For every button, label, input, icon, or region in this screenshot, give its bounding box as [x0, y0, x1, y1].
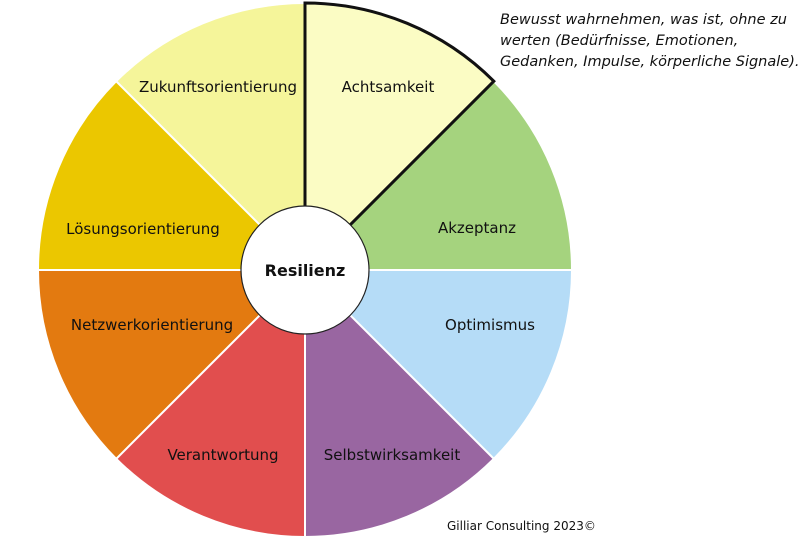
annotation-text: Bewusst wahrnehmen, was ist, ohne zu wer…	[500, 10, 800, 73]
annotation-line: Bewusst wahrnehmen, was ist, ohne zu	[500, 12, 787, 28]
segment-label: Verantwortung	[167, 446, 278, 464]
segment-selbstwirksamkeit	[304, 267, 496, 539]
segment-l-sungsorientierung	[36, 79, 308, 271]
resilience-wheel: AchtsamkeitAkzeptanzOptimismusSelbstwirk…	[36, 1, 574, 539]
segment-zukunftsorientierung	[114, 1, 306, 273]
segment-label: Akzeptanz	[438, 219, 516, 237]
segment-label: Achtsamkeit	[342, 78, 435, 96]
segment-optimismus	[302, 269, 574, 461]
copyright-footer: Gilliar Consulting 2023©	[447, 519, 596, 533]
segment-netzwerkorientierung	[36, 269, 308, 461]
segment-group	[36, 1, 574, 539]
segment-verantwortung	[114, 267, 306, 539]
segment-label: Zukunftsorientierung	[139, 78, 297, 96]
center-circle	[240, 205, 370, 335]
segment-label: Netzwerkorientierung	[71, 316, 233, 334]
highlight-outline	[303, 1, 496, 274]
segment-akzeptanz	[302, 79, 574, 271]
segment-labels: AchtsamkeitAkzeptanzOptimismusSelbstwirk…	[66, 78, 535, 464]
annotation-line: Gedanken, Impulse, körperliche Signale).	[500, 54, 800, 70]
segment-label: Optimismus	[445, 316, 535, 334]
center-label: Resilienz	[265, 261, 346, 280]
segment-label: Lösungsorientierung	[66, 220, 220, 238]
segment-label: Selbstwirksamkeit	[324, 446, 461, 464]
annotation-line: werten (Bedürfnisse, Emotionen,	[500, 33, 739, 49]
